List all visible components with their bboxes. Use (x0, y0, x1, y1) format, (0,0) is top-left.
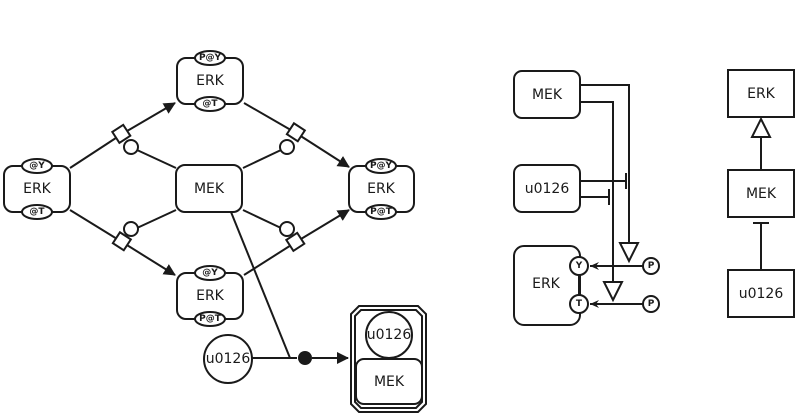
er-stimulation-edge (580, 101, 614, 282)
pd-catalysis-edge (136, 209, 177, 229)
state-variable (365, 204, 397, 220)
mek-body (175, 164, 243, 213)
mek-label: MEK (194, 181, 225, 197)
erk-right-label: ERK (367, 181, 396, 197)
state-variable (365, 158, 397, 174)
state-variable-label: P@Y (199, 53, 222, 63)
mek-node[interactable]: MEK (175, 164, 243, 213)
complex-mek (355, 358, 423, 405)
er-mek-body (513, 70, 581, 119)
er-stimulation-arrowhead (602, 281, 624, 303)
er-u0126-label: u0126 (525, 181, 570, 197)
pd-consumption-edge (243, 102, 297, 134)
process-node (110, 123, 132, 145)
association-node (298, 351, 312, 365)
af-mek-label: MEK (746, 186, 777, 202)
state-variable (194, 311, 226, 327)
u0126-body (203, 334, 253, 384)
complex-inner-border (354, 309, 423, 409)
af-erk-node[interactable]: ERK (727, 69, 795, 118)
process-node (111, 230, 133, 252)
state-variable (194, 50, 226, 66)
erk-left-label: ERK (23, 181, 52, 197)
state-variable (21, 158, 53, 174)
state-variable (21, 204, 53, 220)
activity-flow-panel: ERK MEK u0126 (727, 69, 795, 318)
pd-catalysis-edge (242, 209, 282, 229)
er-site-y (569, 256, 589, 276)
state-variable-label: P@T (370, 207, 393, 217)
phospho-circle (642, 295, 660, 313)
catalysis-marker (123, 221, 139, 237)
catalysis-marker (123, 139, 139, 155)
erk-top-label: ERK (196, 73, 225, 89)
state-variable-label: @T (29, 207, 45, 217)
er-site-t-label: T (576, 299, 583, 309)
phospho-label: P (648, 261, 655, 271)
af-mek-node[interactable]: MEK (727, 169, 795, 218)
complex-node[interactable]: u0126 MEK (350, 305, 427, 413)
erk-bottom-node[interactable]: ERK @Y P@T (176, 265, 244, 327)
erk-bottom-label: ERK (196, 288, 225, 304)
af-u0126-label: u0126 (739, 286, 784, 302)
entity-relationship-panel: MEK u0126 ERK Y T P P (513, 70, 660, 326)
state-variable-label: @T (202, 99, 218, 109)
erk-right-node[interactable]: ERK P@Y P@T (348, 158, 415, 220)
pd-production-edge (121, 102, 176, 135)
af-mek-body (727, 169, 795, 218)
er-u0126-body (513, 164, 581, 213)
u0126-label: u0126 (206, 351, 251, 367)
er-u0126-node[interactable]: u0126 (513, 164, 581, 213)
state-variable-label: @Y (202, 268, 218, 278)
catalysis-marker (279, 221, 295, 237)
pd-consumption-edge (230, 211, 291, 359)
er-mek-label: MEK (532, 87, 563, 103)
pd-catalysis-edge (242, 149, 282, 169)
phospho-circle (642, 257, 660, 275)
er-erk-label: ERK (532, 276, 561, 292)
pd-production-edge (295, 209, 350, 243)
er-stimulation-arrowhead (618, 242, 640, 264)
erk-left-node[interactable]: ERK @Y @T (3, 158, 71, 220)
pd-consumption-edge (69, 209, 123, 243)
u0126-node[interactable]: u0126 (203, 334, 253, 384)
catalysis-marker (279, 139, 295, 155)
pd-production-edge (121, 241, 176, 276)
af-erk-body (727, 69, 795, 118)
af-erk-label: ERK (747, 86, 776, 102)
er-stimulation-edge (580, 84, 630, 243)
pd-consumption-edge (69, 133, 123, 169)
state-variable (194, 265, 226, 281)
af-u0126-body (727, 269, 795, 318)
af-u0126-node[interactable]: u0126 (727, 269, 795, 318)
er-site-t (569, 294, 589, 314)
state-variable-label: P@Y (370, 161, 393, 171)
process-node (284, 231, 306, 253)
erk-top-node[interactable]: ERK P@Y @T (176, 50, 244, 112)
phospho-label: P (648, 299, 655, 309)
state-variable-label: P@T (199, 314, 222, 324)
complex-u0126-label: u0126 (367, 327, 412, 343)
process-node (285, 121, 307, 143)
er-mek-node[interactable]: MEK (513, 70, 581, 119)
pd-edges (69, 102, 350, 364)
state-variable (194, 96, 226, 112)
af-stimulation-arrowhead (750, 116, 772, 138)
process-description-panel: ERK @Y @T ERK P@Y @T MEK ERK @Y P@T (3, 50, 427, 413)
er-phospho-t-value: P (642, 295, 660, 313)
complex-mek-label: MEK (374, 374, 405, 390)
pd-consumption-edge (243, 241, 297, 276)
er-site-y-label: Y (575, 261, 583, 271)
er-phospho-y-value: P (642, 257, 660, 275)
state-variable-label: @Y (29, 161, 45, 171)
pd-catalysis-edge (136, 149, 177, 169)
pd-production-edge (295, 132, 350, 168)
er-erk-node[interactable]: ERK Y T (513, 245, 589, 326)
